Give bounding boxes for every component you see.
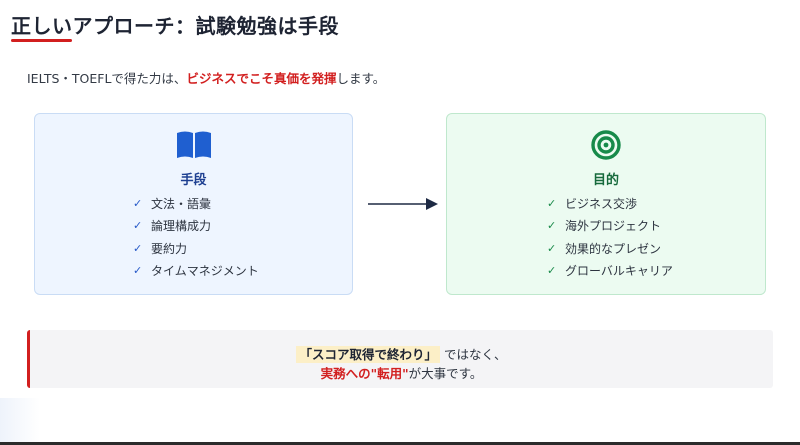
check-icon: ✓ <box>547 264 557 278</box>
means-card: 手段 ✓文法・語彙 ✓論理構成力 ✓要約力 ✓タイムマネジメント <box>34 113 353 295</box>
check-icon: ✓ <box>133 264 143 278</box>
intro-suffix: します。 <box>336 71 386 86</box>
right-arrow-icon <box>368 198 438 210</box>
callout-line-1: 「スコア取得で終わり」 ではなく、 <box>30 344 773 363</box>
means-list: ✓文法・語彙 ✓論理構成力 ✓要約力 ✓タイムマネジメント <box>133 192 259 282</box>
intro-text: IELTS・TOEFLで得た力は、ビジネスでこそ真価を発揮します。 <box>27 68 385 87</box>
list-item: ✓グローバルキャリア <box>547 264 673 279</box>
check-icon: ✓ <box>547 241 557 255</box>
callout-highlight: 「スコア取得で終わり」 <box>296 346 440 363</box>
open-book-icon <box>175 130 213 164</box>
title-underline <box>11 39 72 42</box>
callout-box: 「スコア取得で終わり」 ではなく、 実務への"転用"が大事です。 <box>27 330 773 388</box>
corner-shade <box>0 398 40 442</box>
check-icon: ✓ <box>133 196 143 210</box>
list-item: ✓効果的なプレゼン <box>547 241 662 256</box>
check-icon: ✓ <box>133 241 143 255</box>
check-icon: ✓ <box>547 196 557 210</box>
callout-line-1-rest: ではなく、 <box>443 347 507 362</box>
bottom-divider <box>0 442 800 445</box>
list-item: ✓文法・語彙 <box>133 196 212 211</box>
page-title: 正しいアプローチ：試験勉強は手段 <box>11 14 339 38</box>
list-item: ✓タイムマネジメント <box>133 264 259 279</box>
check-icon: ✓ <box>133 219 143 233</box>
goal-card: 目的 ✓ビジネス交渉 ✓海外プロジェクト ✓効果的なプレゼン ✓グローバルキャリ… <box>446 113 766 295</box>
list-item: ✓海外プロジェクト <box>547 219 662 234</box>
list-item: ✓論理構成力 <box>133 219 212 234</box>
goal-list: ✓ビジネス交渉 ✓海外プロジェクト ✓効果的なプレゼン ✓グローバルキャリア <box>547 192 673 282</box>
means-card-title: 手段 <box>180 173 207 188</box>
intro-prefix: IELTS・TOEFLで得た力は、 <box>27 71 187 86</box>
intro-emphasis: ビジネスでこそ真価を発揮 <box>186 71 337 86</box>
check-icon: ✓ <box>547 219 557 233</box>
target-icon <box>591 130 621 164</box>
list-item: ✓ビジネス交渉 <box>547 196 638 211</box>
list-item: ✓要約力 <box>133 241 188 256</box>
callout-emphasis: 実務への"転用" <box>320 366 409 381</box>
callout-line-2: 実務への"転用"が大事です。 <box>30 363 773 382</box>
callout-line-2-rest: が大事です。 <box>408 366 483 381</box>
goal-card-title: 目的 <box>592 173 619 188</box>
